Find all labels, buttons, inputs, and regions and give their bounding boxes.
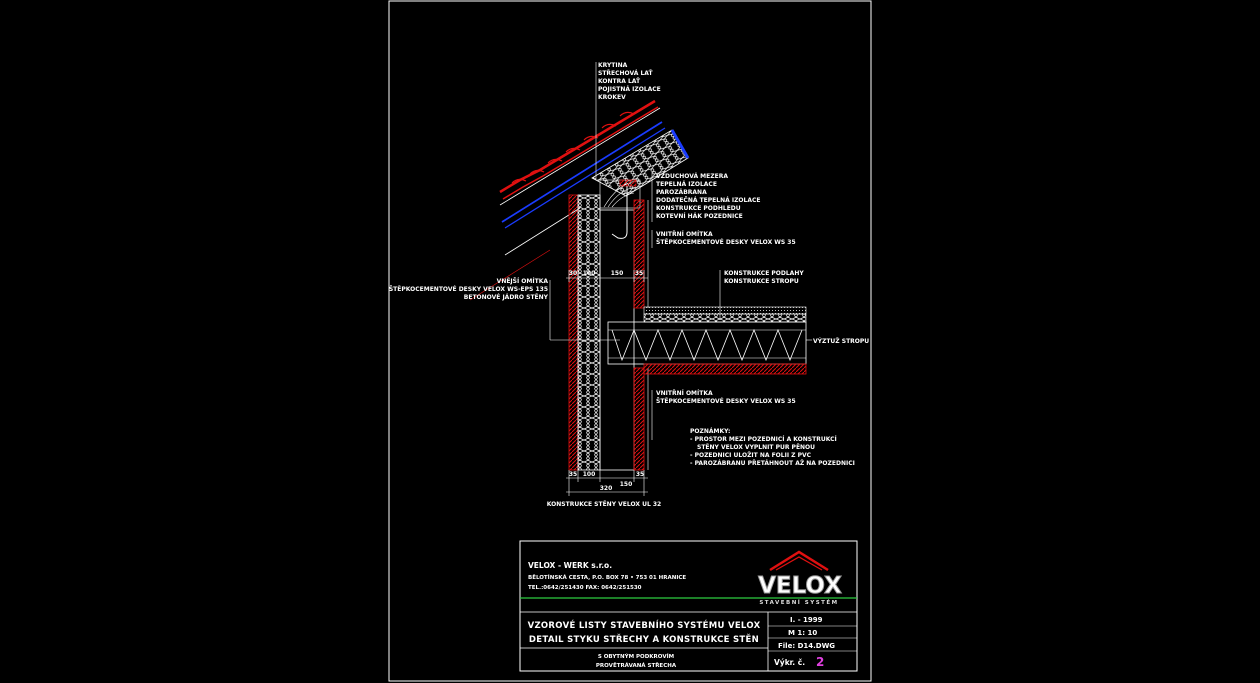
floor-label: KONSTRUKCE PODLAHY: [724, 270, 804, 277]
notes-line: - PAROZÁBRANU PŘETÁHNOUT AŽ NA POZEDNICI: [690, 459, 855, 467]
inner-upper-label: ŠTĚPKOCEMENTOVÉ DESKY VELOX WS 35: [656, 238, 796, 246]
dim-label: 100: [583, 471, 596, 478]
floor-label: KONSTRUKCE STROPU: [724, 278, 799, 285]
eave-label: PAROZÁBRANA: [656, 189, 707, 196]
sheet-number: 2: [816, 655, 824, 669]
eave-label: KOTEVNÍ HÁK POZEDNICE: [656, 212, 743, 220]
wall-caption: KONSTRUKCE STĚNY VELOX UL 32: [547, 500, 661, 508]
notes-line: - PROSTOR MEZI POZEDNICÍ A KONSTRUKCÍ: [690, 435, 837, 443]
notes-line: STĚNY VELOX VYPLNIT PUR PĚNOU: [697, 443, 815, 451]
outer-label: BETONOVÉ JÁDRO STĚNY: [464, 293, 549, 301]
eave-labels: VZDUCHOVÁ MEZERA TEPELNÁ IZOLACE PAROZÁB…: [656, 173, 761, 220]
leader-lines: [549, 62, 812, 440]
company-phone: TEL.:0642/251430 FAX: 0642/251530: [528, 585, 642, 591]
roof-label: POJISTNÁ IZOLACE: [598, 86, 661, 93]
inner-lower-label: VNITŘNÍ OMÍTKA: [656, 389, 713, 397]
inner-lower-label: ŠTĚPKOCEMENTOVÉ DESKY VELOX WS 35: [656, 397, 796, 405]
notes-line: - POZEDNICI ULOŽIT NA FOLII Z PVC: [690, 451, 812, 459]
roof-labels: KRYTINA STŘECHOVÁ LAŤ KONTRA LAŤ POJISTN…: [598, 62, 661, 101]
roof-assembly: [469, 99, 690, 301]
sheet-label: Výkr. č.: [774, 658, 805, 667]
dimension-bottom: 35 100 150 35 320: [566, 470, 648, 496]
dim-label: 35: [636, 471, 644, 478]
company-address: BĚLOTÍNSKÁ CESTA, P.O. BOX 78 • 753 01 H…: [528, 573, 686, 581]
drawing-scale: M 1: 10: [788, 629, 817, 637]
eave-label: DODATEČNÁ TEPELNÁ IZOLACE: [656, 197, 761, 204]
title-block: VELOX - WERK s.r.o. BĚLOTÍNSKÁ CESTA, P.…: [519, 540, 858, 672]
sheet-border: [388, 0, 872, 682]
dim-label: 30: [569, 270, 577, 277]
drawing-subtitle-2: PROVĚTRÁVANÁ STŘECHA: [596, 661, 677, 669]
roof-label: STŘECHOVÁ LAŤ: [598, 69, 653, 77]
dim-label: 150: [620, 481, 633, 488]
outer-label: VNĚJŠÍ OMÍTKA: [497, 277, 549, 285]
dim-label: 100: [583, 270, 596, 277]
eave-label: VZDUCHOVÁ MEZERA: [656, 173, 728, 180]
outer-label: ŠTĚPKOCEMENTOVÉ DESKY VELOX WS-EPS 135: [389, 285, 548, 293]
logo-subtitle: STAVEBNÍ SYSTÉM: [759, 598, 838, 606]
reinforcement-label: VÝZTUŽ STROPU: [813, 337, 869, 345]
dimension-top: 30 100 150 35: [566, 270, 648, 282]
drawing-file: File: D14.DWG: [778, 642, 835, 650]
drawing-subtitle-1: S OBYTNÝM PODKROVÍM: [598, 652, 674, 660]
dim-label: 150: [611, 270, 624, 277]
eave-label: KONSTRUKCE PODHLEDU: [656, 205, 741, 212]
drawing-title-1: VZOROVÉ LISTY STAVEBNÍHO SYSTÉMU VELOX: [528, 619, 761, 631]
velox-logo: VELOX STAVEBNÍ SYSTÉM: [758, 550, 843, 606]
inner-upper-label: VNITŘNÍ OMÍTKA: [656, 230, 713, 238]
roof-label: KONTRA LAŤ: [598, 77, 641, 85]
drawing-title-2: DETAIL STYKU STŘECHY A KONSTRUKCE STĚN: [529, 633, 759, 645]
logo-text: VELOX: [758, 573, 842, 599]
notes-title: POZNÁMKY:: [690, 428, 730, 435]
eave-label: TEPELNÁ IZOLACE: [656, 181, 717, 188]
roof-label: KRYTINA: [598, 62, 628, 69]
wall-assembly: [568, 194, 649, 471]
drawing-date: I. - 1999: [790, 616, 823, 624]
roof-label: KROKEV: [598, 94, 626, 101]
dim-label: 35: [569, 471, 577, 478]
dim-total: 320: [600, 485, 613, 492]
company-name: VELOX - WERK s.r.o.: [528, 561, 612, 570]
notes: POZNÁMKY: - PROSTOR MEZI POZEDNICÍ A KON…: [690, 428, 855, 467]
dim-label: 35: [635, 270, 643, 277]
floor-slab: [607, 306, 807, 375]
